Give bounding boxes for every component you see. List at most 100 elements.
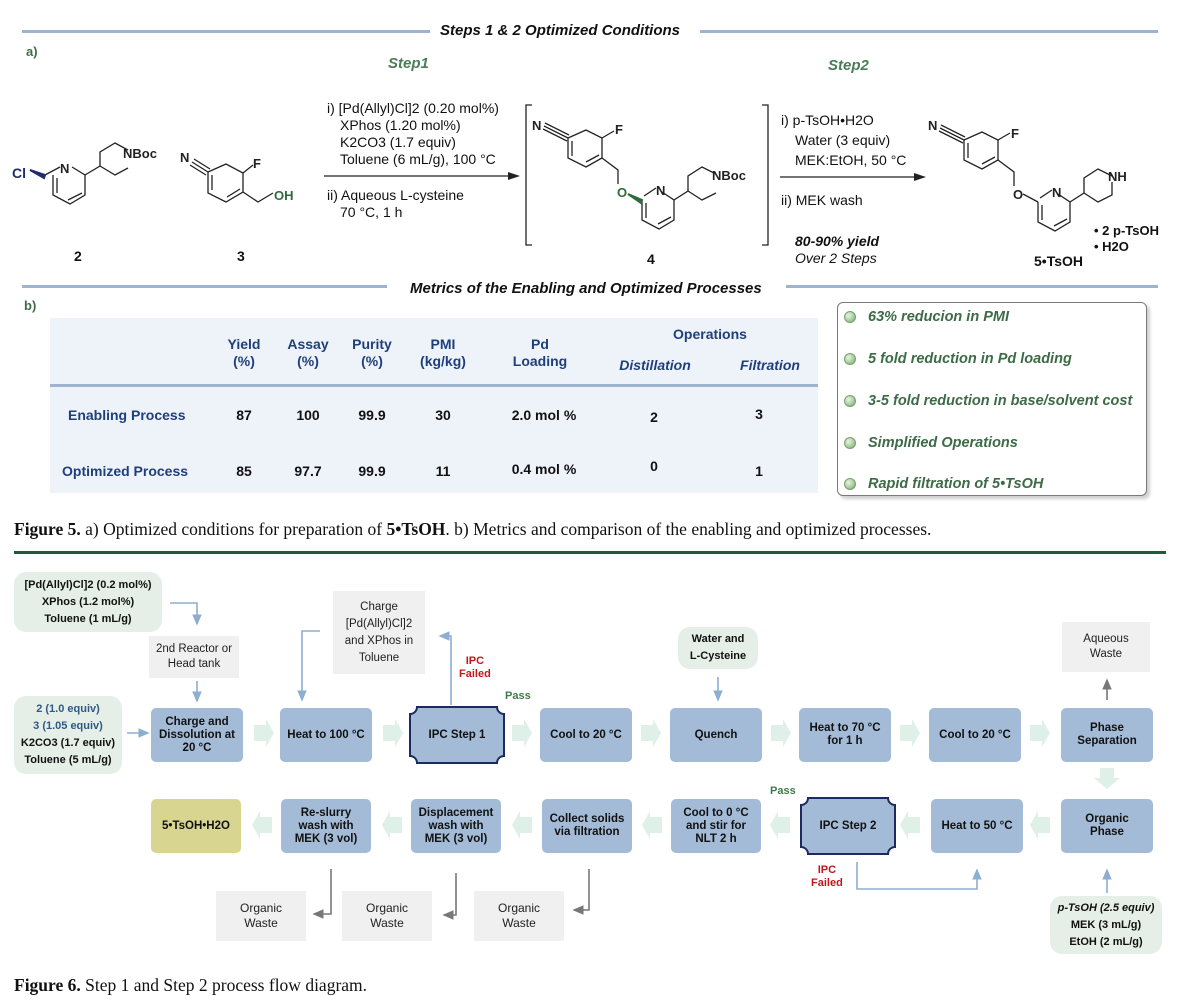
- step2-condition-2: Water (3 equiv): [795, 132, 891, 148]
- cell-optimized-pmi: 11: [435, 463, 451, 479]
- cell-optimized-pd: 0.4 mol %: [511, 461, 577, 477]
- cell-optimized-purity: 99.9: [358, 463, 386, 479]
- step1-condition-1: i) [Pd(Allyl)Cl]2 (0.20 mol%): [327, 100, 499, 116]
- col-header-operations: Operations: [673, 326, 747, 342]
- atom-o: O: [1013, 187, 1023, 202]
- row-label-optimized: Optimized Process: [62, 463, 189, 479]
- bullet-icon: [844, 437, 856, 449]
- cell-enabling-purity: 99.9: [358, 407, 386, 423]
- cell-enabling-pd: 2.0 mol %: [511, 407, 577, 423]
- step2-condition-1: i) p-TsOH•H2O: [781, 112, 874, 128]
- figure6-caption: Figure 6. Step 1 and Step 2 process flow…: [14, 975, 368, 995]
- compound-3-structure: N F OH: [180, 150, 294, 203]
- highlights-box: 63% reducion in PMI 5 fold reduction in …: [837, 302, 1147, 496]
- section-a-rule-right: [700, 30, 1158, 33]
- reagent-acid-box: p-TsOH (2.5 equiv)MEK (3 mL/g)EtOH (2 mL…: [1050, 896, 1162, 954]
- compound-5-label: 5•TsOH: [1034, 253, 1083, 269]
- cell-optimized-distillation: 0: [650, 458, 658, 474]
- atom-nh: NH: [1108, 169, 1127, 184]
- atom-cl: Cl: [12, 165, 26, 181]
- section-b-rule-left: [22, 285, 387, 288]
- figure5-caption-label: Figure 5.: [14, 519, 81, 539]
- ipc-step-2: IPC Step 2: [800, 797, 896, 855]
- compound-4-structure: N F O N NBoc: [525, 104, 769, 246]
- atom-n2: N: [656, 183, 665, 198]
- atom-f: F: [1011, 126, 1019, 141]
- col-header-yield: Yield(%): [227, 336, 261, 369]
- atom-f: F: [253, 156, 261, 171]
- bullet-icon: [844, 395, 856, 407]
- op-heat-100: Heat to 100 °C: [280, 708, 372, 762]
- panel-a-label: a): [26, 44, 38, 59]
- panel-b-label: b): [24, 298, 37, 313]
- atom-oh: OH: [274, 188, 294, 203]
- cell-enabling-distillation: 2: [650, 409, 658, 425]
- atom-n1: N: [532, 118, 541, 133]
- atom-n1: N: [928, 118, 937, 133]
- figure6-caption-label: Figure 6.: [14, 975, 81, 995]
- cell-enabling-assay: 100: [296, 407, 320, 423]
- compound-5-structure: N F O N NH: [928, 118, 1127, 232]
- atom-nboc: NBoc: [712, 168, 746, 183]
- col-header-purity: Purity(%): [352, 336, 392, 369]
- compound-3-label: 3: [237, 248, 245, 264]
- section-b-rule-right: [786, 285, 1158, 288]
- section-a-rule-left: [22, 30, 430, 33]
- bullet-icon: [844, 478, 856, 490]
- final-product-box: 5•TsOH•H2O: [151, 799, 241, 853]
- step1-condition-5: ii) Aqueous L-cysteine: [327, 187, 464, 203]
- salt-line-2: • H2O: [1094, 239, 1129, 254]
- pass-label-step1: Pass: [505, 690, 531, 702]
- highlight-item: 5 fold reduction in Pd loading: [844, 351, 1072, 367]
- step1-condition-2: XPhos (1.20 mol%): [340, 117, 461, 133]
- col-header-pmi: PMI(kg/kg): [420, 336, 466, 369]
- col-header-filtration: Filtration: [740, 357, 800, 373]
- step1-condition-4: Toluene (6 mL/g), 100 °C: [340, 151, 496, 167]
- cell-optimized-assay: 97.7: [294, 463, 322, 479]
- highlight-item: 3-5 fold reduction in base/solvent cost: [844, 393, 1132, 409]
- cell-enabling-pmi: 30: [435, 407, 451, 423]
- step2-condition-4: ii) MEK wash: [781, 192, 863, 208]
- figure5-caption: Figure 5. a) Optimized conditions for pr…: [14, 519, 932, 539]
- pass-label-step2: Pass: [770, 785, 796, 797]
- step2-reaction-arrow: [780, 173, 926, 181]
- salt-line-1: • 2 p-TsOH: [1094, 223, 1159, 238]
- highlight-item: Rapid filtration of 5•TsOH: [844, 476, 1043, 492]
- step1-title: Step1: [388, 55, 429, 72]
- step2-title: Step2: [828, 57, 869, 74]
- col-header-distillation: Distillation: [619, 357, 691, 373]
- atom-f: F: [615, 122, 623, 137]
- step2-condition-3: MEK:EtOH, 50 °C: [795, 152, 907, 168]
- op-heat-50: Heat to 50 °C: [931, 799, 1023, 853]
- highlight-item: 63% reducion in PMI: [844, 309, 1009, 325]
- header-separator: [50, 384, 818, 387]
- atom-nboc: NBoc: [123, 146, 157, 161]
- compound-2-label: 2: [74, 248, 82, 264]
- op-quench: Quench: [670, 708, 762, 762]
- cell-enabling-yield: 87: [236, 407, 252, 423]
- section-a-title: Steps 1 & 2 Optimized Conditions: [440, 22, 681, 39]
- bullet-icon: [844, 311, 856, 323]
- ipc-step-2-shape: [800, 797, 896, 855]
- cell-optimized-filtration: 1: [755, 463, 763, 479]
- reagent-start-box: 2 (1.0 equiv)3 (1.05 equiv)K2CO3 (1.7 eq…: [14, 696, 122, 774]
- atom-n2: N: [1052, 185, 1061, 200]
- row-label-enabling: Enabling Process: [68, 407, 186, 423]
- step1-reaction-arrow: [324, 172, 520, 180]
- step1-condition-3: K2CO3 (1.7 equiv): [340, 134, 456, 150]
